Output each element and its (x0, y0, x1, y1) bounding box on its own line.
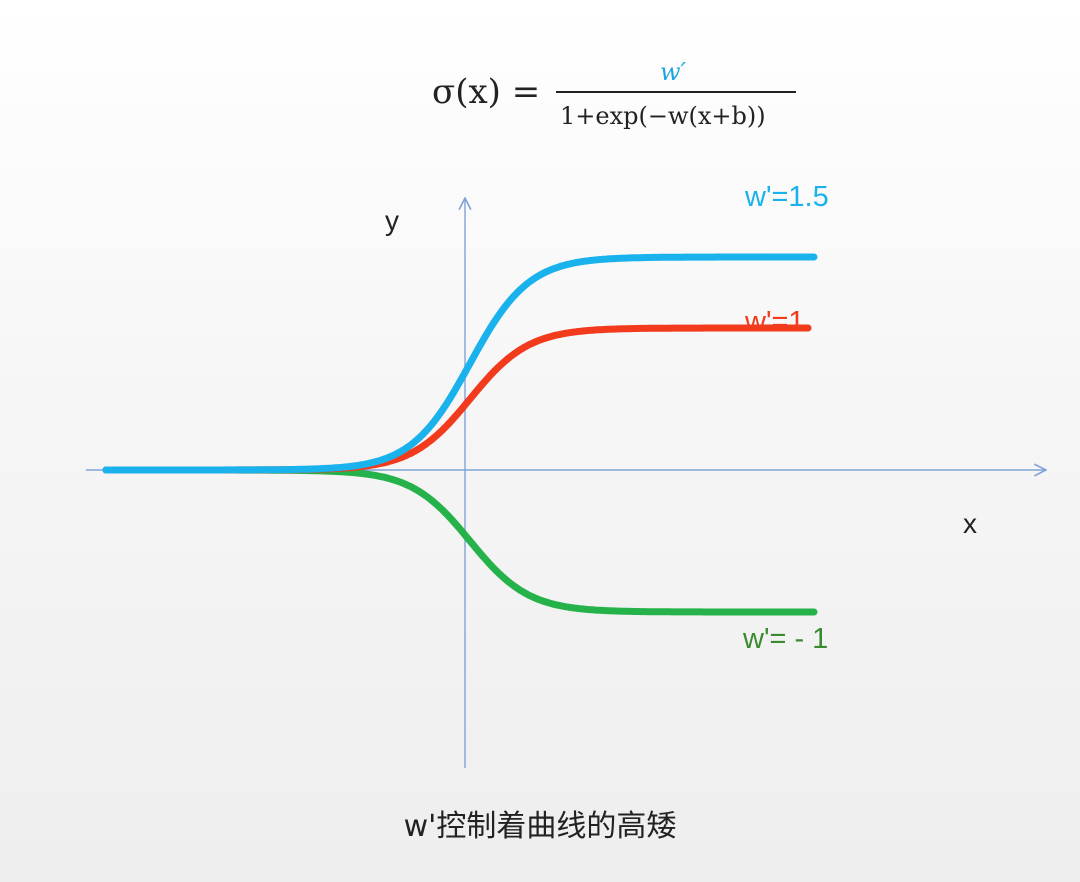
formula-lhs: σ(x) = (432, 72, 540, 112)
formula-numerator: w′ (660, 58, 687, 86)
y-axis-label: y (385, 205, 399, 236)
curve-w-neg1 (102, 466, 818, 616)
x-axis-label: x (963, 508, 977, 539)
formula: σ(x) = w′ 1+exp(−w(x+b)) (432, 58, 796, 130)
caption: w'控制着曲线的高矮 (404, 809, 677, 844)
series-label-w1: w'=1 (744, 306, 805, 338)
series-label-w1-5: w'=1.5 (744, 181, 829, 213)
formula-denominator: 1+exp(−w(x+b)) (560, 102, 766, 130)
curve-w1 (102, 324, 812, 474)
curve-w1-5 (102, 253, 818, 474)
curves (102, 253, 818, 616)
series-label-w-neg1: w'= - 1 (742, 623, 828, 655)
